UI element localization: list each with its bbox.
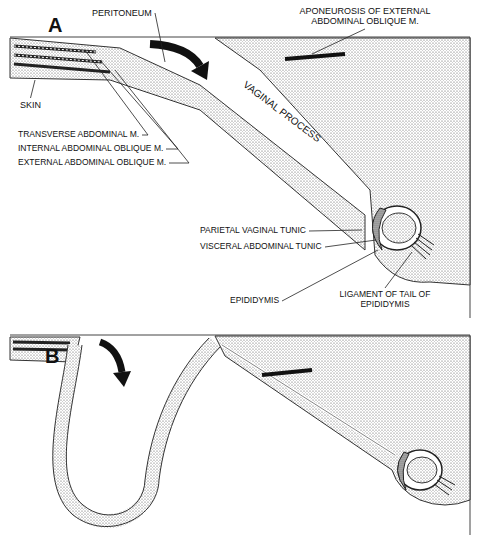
arrow-head (113, 371, 131, 387)
hernia-loop (59, 342, 215, 521)
scrotal-tissue (215, 336, 470, 505)
part-label: VISCERAL ABDOMINAL TUNIC (200, 242, 322, 252)
aponeurosis-bar (285, 54, 345, 59)
part-label: TRANSVERSE ABDOMINAL M. (18, 130, 139, 140)
part-label: SKIN (20, 100, 41, 110)
leader-line (325, 240, 376, 247)
vaginal-channel (222, 345, 395, 455)
muscle-layer (14, 46, 96, 52)
leader-line (309, 230, 362, 231)
testis (373, 206, 421, 250)
direction-arrow (150, 44, 200, 66)
epididymis-shape (397, 452, 409, 490)
part-label: EPIDIDYMIS (230, 296, 279, 306)
panel-b (10, 335, 470, 535)
ligament-lines (434, 476, 455, 495)
part-label: INTERNAL ABDOMINAL OBLIQUE M. (18, 144, 163, 154)
muscle-layer (14, 55, 102, 62)
direction-arrow (100, 342, 122, 372)
muscle-layer (13, 342, 70, 343)
arrow-head (191, 61, 209, 80)
part-label: EXTERNAL ABDOMINAL OBLIQUE M. (18, 158, 166, 168)
panel-frame (10, 335, 470, 535)
part-label: VAGINAL PROCESS (241, 79, 323, 145)
muscle-hatch (14, 46, 96, 52)
loop-outline (66, 338, 209, 515)
part-label: LIGAMENT OF TAIL OF EPIDIDYMIS (330, 290, 440, 310)
leader-line (155, 13, 165, 62)
part-label: PERITONEUM (92, 8, 152, 18)
ligament-lines (411, 234, 434, 259)
muscle-layer (14, 64, 110, 72)
muscle-layer (13, 349, 72, 350)
muscle-hatch (14, 55, 102, 62)
aponeurosis-bar (262, 370, 312, 375)
panel-letter: B (45, 345, 59, 368)
panel-a (10, 37, 470, 318)
testis (398, 450, 442, 490)
leader-line (85, 50, 148, 135)
leader-line (312, 29, 365, 54)
leader-line (31, 80, 36, 98)
part-label: PARIETAL VAGINAL TUNIC (200, 226, 306, 236)
epididymis-shape (372, 208, 386, 250)
vaginal-channel-line (222, 345, 395, 455)
panel-letter: A (48, 14, 62, 37)
leader-line (385, 252, 412, 288)
panel-frame (10, 37, 470, 318)
testis-core (407, 457, 437, 483)
testis-core (382, 213, 416, 243)
part-label: APONEUROSIS OF EXTERNAL ABDOMINAL OBLIQU… (280, 6, 450, 27)
